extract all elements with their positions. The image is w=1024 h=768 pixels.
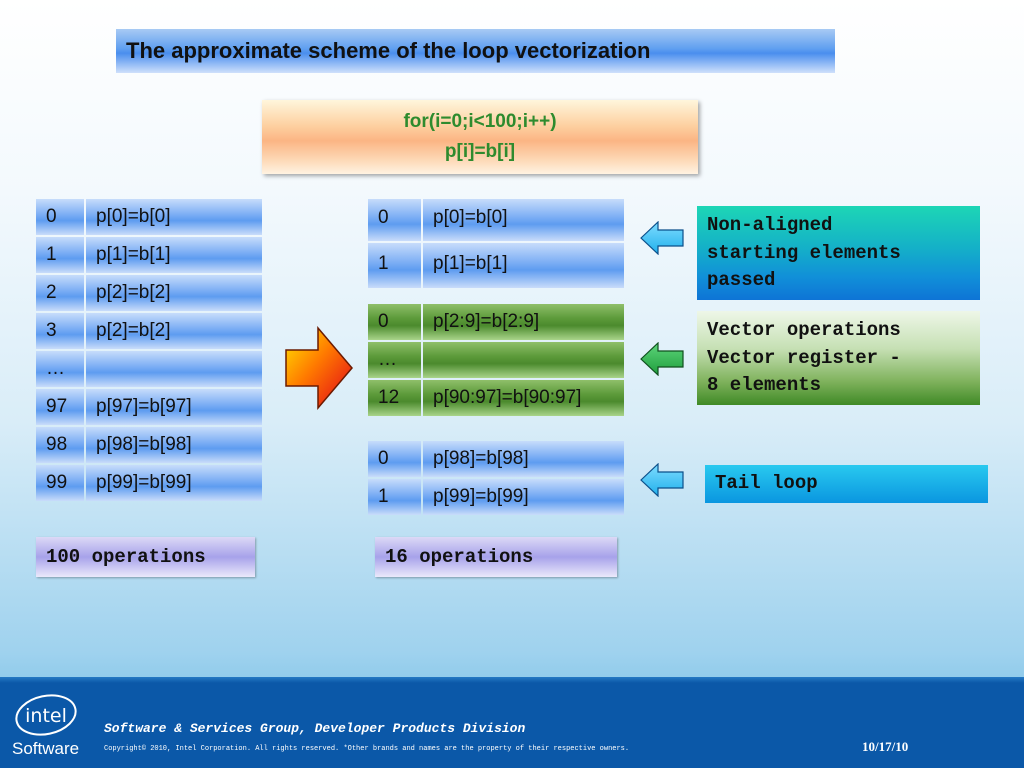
table-cell-index: 1: [36, 237, 84, 273]
intel-logo-text: intel: [25, 705, 67, 727]
note-non-aligned: Non-aligned starting elements passed: [697, 206, 980, 300]
table-cell-index: 3: [36, 313, 84, 349]
table-cell-operation: p[98]=b[98]: [423, 441, 624, 477]
note-line: Vector operations: [707, 319, 901, 341]
note-line: 8 elements: [707, 374, 822, 396]
table-cell-index: 12: [368, 380, 421, 416]
footer-band: [0, 677, 1024, 683]
note-tail-loop: Tail loop: [705, 465, 988, 503]
vector-operation-count: 16 operations: [375, 537, 617, 577]
table-cell-index: 97: [36, 389, 84, 425]
arrow-left-icon: [640, 342, 684, 376]
table-cell-index: 0: [368, 304, 421, 340]
transform-arrow-icon: [285, 326, 353, 410]
slide-date: 10/17/10: [862, 739, 909, 754]
table-cell-operation: [423, 342, 624, 378]
table-cell-operation: p[0]=b[0]: [423, 199, 624, 241]
table-cell-operation: [86, 351, 262, 387]
table-cell-index: 98: [36, 427, 84, 463]
software-label: Software: [12, 739, 80, 758]
table-cell-index: 1: [368, 243, 421, 288]
loop-code-box: for(i=0;i<100;i++) p[i]=b[i]: [262, 100, 698, 174]
arrow-left-icon: [640, 463, 684, 497]
table-cell-index: 0: [368, 441, 421, 477]
intel-logo-icon: intel: [15, 694, 77, 736]
note-line: starting elements: [707, 241, 901, 264]
table-cell-operation: p[98]=b[98]: [86, 427, 262, 463]
table-cell-index: 0: [368, 199, 421, 241]
loop-code-line-1: for(i=0;i<100;i++): [403, 111, 557, 132]
table-cell-operation: p[99]=b[99]: [86, 465, 262, 501]
note-line: Vector register -: [707, 346, 901, 369]
table-cell-operation: p[1]=b[1]: [423, 243, 624, 288]
table-cell-operation: p[99]=b[99]: [423, 479, 624, 515]
arrow-left-icon: [640, 221, 684, 255]
note-vector-operations: Vector operations Vector register - 8 el…: [697, 311, 980, 405]
table-cell-index: 99: [36, 465, 84, 501]
copyright-notice: Copyright© 2010, Intel Corporation. All …: [104, 745, 630, 753]
table-cell-operation: p[90:97]=b[90:97]: [423, 380, 624, 416]
footer-bar: [0, 677, 1024, 768]
loop-code-line-2: p[i]=b[i]: [444, 141, 516, 162]
table-cell-index: 2: [36, 275, 84, 311]
table-cell-operation: p[97]=b[97]: [86, 389, 262, 425]
table-cell-operation: p[0]=b[0]: [86, 199, 262, 235]
division-label: Software & Services Group, Developer Pro…: [104, 721, 526, 736]
table-cell-index: 1: [368, 479, 421, 515]
table-cell-index: 0: [36, 199, 84, 235]
slide-title: The approximate scheme of the loop vecto…: [116, 29, 835, 73]
table-cell-index: …: [36, 351, 84, 387]
note-line: Non-aligned: [707, 214, 833, 236]
note-line: passed: [707, 269, 776, 291]
scalar-operation-count: 100 operations: [36, 537, 255, 577]
table-cell-index: …: [368, 342, 421, 378]
table-cell-operation: p[2]=b[2]: [86, 275, 262, 311]
table-cell-operation: p[1]=b[1]: [86, 237, 262, 273]
table-cell-operation: p[2]=b[2]: [86, 313, 262, 349]
table-cell-operation: p[2:9]=b[2:9]: [423, 304, 624, 340]
